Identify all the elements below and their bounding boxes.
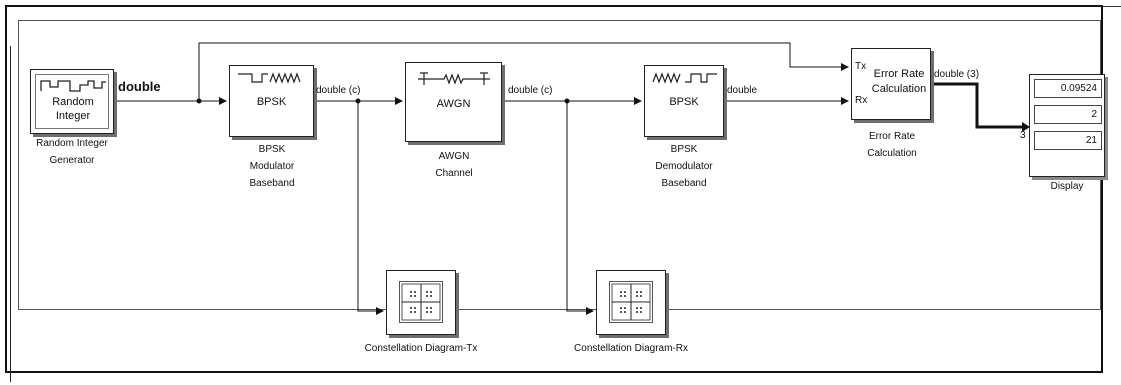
constellation-icon — [609, 281, 653, 323]
constellation-tx-label: Constellation Diagram-Tx — [364, 343, 478, 354]
constellation-diagram-tx-block[interactable] — [386, 270, 456, 335]
signal-label-demod: double — [727, 85, 758, 96]
line-err-to-display[interactable] — [932, 82, 1023, 129]
bpsk-demodulator-block[interactable]: BPSK — [644, 65, 724, 137]
block-icon-text: Error Rate Calculation — [871, 68, 927, 95]
signal-label-rig: double — [118, 79, 161, 94]
error-rate-calculation-block[interactable]: Tx Rx Error Rate Calculation — [851, 48, 931, 120]
block-icon-area: Random Integer — [35, 74, 109, 129]
block-icon-text: AWGN — [436, 98, 471, 110]
branch-point — [564, 98, 570, 104]
branch-point — [196, 98, 202, 104]
constellation-grid-icon — [611, 283, 651, 321]
left-border-line — [10, 46, 11, 382]
branch-point — [355, 98, 361, 104]
random-integer-generator-block[interactable]: Random Integer — [30, 69, 114, 134]
random-signal-icon — [40, 80, 106, 92]
error-rate-block-label: Error Rate Calculation — [867, 131, 917, 159]
constellation-rx-label: Constellation Diagram-Rx — [574, 343, 688, 354]
awgn-block-label: AWGN Channel — [435, 151, 473, 179]
display-block-label: Display — [1050, 181, 1084, 192]
demodulation-waveform-icon — [652, 72, 717, 84]
line-tx-branch[interactable] — [198, 42, 849, 101]
resistor-icon — [418, 72, 490, 85]
bpsk-mod-block-label: BPSK Modulator Baseband — [249, 144, 295, 189]
block-icon-text: BPSK — [256, 96, 287, 108]
line-to-const-rx[interactable] — [566, 101, 594, 315]
top-border-line — [1103, 6, 1121, 7]
block-icon-text: BPSK — [669, 96, 699, 108]
arrow-to-display — [1022, 122, 1030, 132]
bpsk-demod-block-label: BPSK Demodulator Baseband — [655, 144, 713, 189]
display-value-3: 21 — [1034, 131, 1102, 150]
bpsk-modulator-block[interactable]: BPSK — [229, 65, 314, 137]
constellation-diagram-rx-block[interactable] — [596, 270, 666, 335]
modulation-waveform-icon — [238, 72, 301, 84]
figure-frame — [5, 5, 1103, 373]
constellation-icon — [399, 281, 443, 323]
constellation-grid-icon — [401, 283, 441, 321]
signal-label-err: double (3) — [934, 69, 980, 80]
awgn-channel-block[interactable]: AWGN — [405, 62, 502, 142]
display-value-2: 2 — [1034, 105, 1102, 124]
rig-block-label: Random Integer Generator — [36, 138, 108, 166]
port-rx-label: Rx — [855, 95, 868, 106]
signal-label-awgn: double (c) — [508, 85, 553, 96]
display-value-1: 0.09524 — [1034, 79, 1102, 98]
port-tx-label: Tx — [855, 61, 867, 72]
display-input-port-count: 3 — [1020, 130, 1026, 141]
display-block[interactable]: 0.09524 2 21 — [1029, 74, 1105, 177]
block-icon-text: Random Integer — [52, 96, 94, 122]
signal-label-mod: double (c) — [316, 85, 361, 96]
line-to-const-tx[interactable] — [357, 101, 384, 315]
